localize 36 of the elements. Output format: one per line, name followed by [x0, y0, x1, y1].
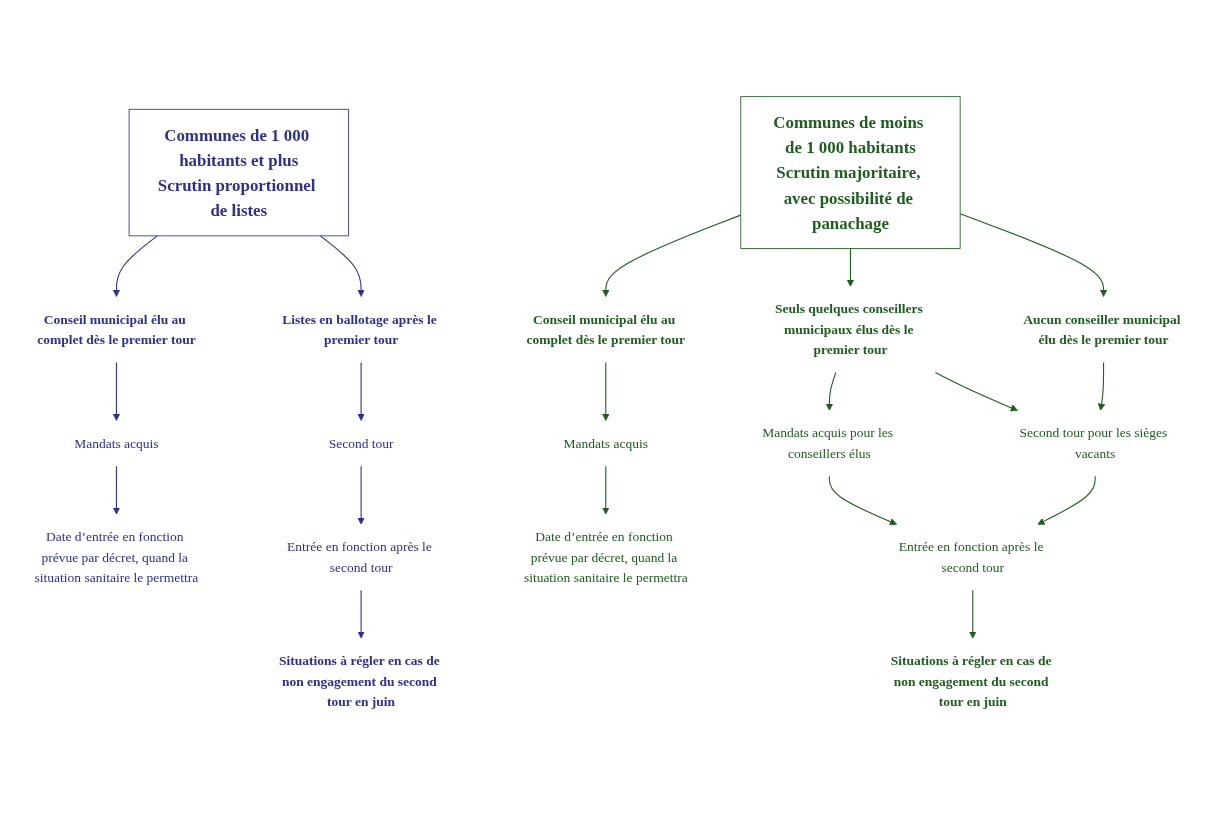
arrow — [602, 465, 610, 515]
node-text: Mandats acquis — [74, 435, 159, 451]
arrow — [112, 361, 121, 421]
node-text: Situations à régler en cas de non engagement du second tour en juin — [279, 653, 440, 709]
arrow — [1037, 475, 1096, 525]
arrow — [959, 213, 1108, 297]
node-text: Second tour — [328, 435, 394, 451]
arrow — [934, 371, 1018, 412]
arrow — [846, 247, 855, 287]
arrow — [112, 465, 121, 515]
arrow — [357, 589, 365, 639]
arrow — [1097, 361, 1106, 411]
arrow — [357, 465, 365, 525]
node-text: Seuls quelques conseillers municipaux élus dès le premier tour — [774, 301, 923, 357]
arrow — [319, 235, 365, 297]
node-text: Aucun conseiller municipal élu dès le premier tour — [1023, 311, 1181, 347]
node-text: Listes en ballotage après le premier tour — [282, 311, 437, 347]
node-box: Communes de 1 000 habitants et plus Scrutin proportionnel de listes — [128, 108, 349, 237]
node-text: Second tour pour les sièges vacants — [1019, 425, 1168, 461]
node-text: Mandats acquis pour les conseillers élus — [762, 425, 894, 461]
node-text: Situations à régler en cas de non engagement du second tour en juin — [890, 653, 1052, 709]
node-text: Entrée en fonction après le second tour — [898, 539, 1044, 575]
arrow — [969, 589, 977, 639]
arrow — [112, 235, 158, 297]
arrow — [357, 361, 365, 421]
arrow — [602, 214, 742, 297]
node-text: Entrée en fonction après le second tour — [287, 539, 432, 575]
node-text: Date d’entrée en fonction prévue par décret, quand la situation sanitaire le permettra — [34, 529, 199, 585]
node-box: Communes de moins de 1 000 habitants Scrutin majoritaire, avec possibilité de panachage — [740, 96, 961, 249]
node-text: Date d’entrée en fonction prévue par décret, quand la situation sanitaire le permettra — [523, 529, 688, 585]
arrow — [828, 475, 897, 526]
node-text: Conseil municipal élu au complet dès le premier tour — [526, 311, 686, 347]
node-text: Conseil municipal élu au complet dès le premier tour — [37, 311, 196, 347]
arrow — [602, 361, 610, 421]
node-text: Mandats acquis — [563, 435, 648, 451]
arrow — [825, 371, 837, 411]
